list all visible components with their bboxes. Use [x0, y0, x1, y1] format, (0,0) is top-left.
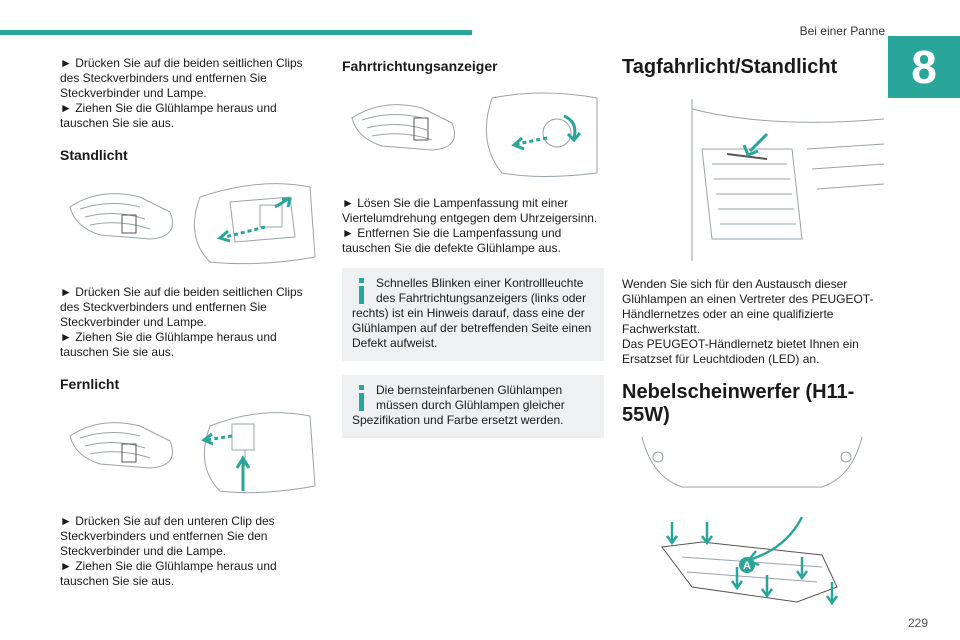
fahrtrichtungsanzeiger-line-1: ► Lösen Sie die Lampenfassung mit einer … — [342, 196, 598, 225]
fernlicht-line-1: ► Drücken Sie auf den unteren Clip des S… — [60, 514, 275, 558]
standlicht-text: ► Drücken Sie auf die beiden seitlichen … — [60, 285, 322, 360]
info-box-bernstein: Die bernsteinfarbenen Glühlampen müssen … — [342, 375, 604, 438]
heading-fernlicht: Fernlicht — [60, 376, 120, 392]
intro-text: ► Drücken Sie auf die beiden seitlichen … — [60, 56, 322, 131]
column-2: Fahrtrichtungsanzeiger ► Lösen Sie die L… — [342, 56, 604, 452]
figure-standlicht — [60, 177, 322, 269]
section-title: Bei einer Panne — [799, 24, 885, 38]
heading-tagfahrlicht: Tagfahrlicht/Standlicht — [622, 56, 838, 78]
fahrtrichtungsanzeiger-text: ► Lösen Sie die Lampenfassung mit einer … — [342, 196, 604, 256]
tagfahrlicht-line-1: Wenden Sie sich für den Austausch dieser… — [622, 277, 874, 336]
label-a: A — [743, 560, 751, 572]
intro-line-2: ► Ziehen Sie die Glühlampe heraus und ta… — [60, 101, 277, 130]
figure-fahrtrichtungsanzeiger — [342, 88, 604, 180]
tagfahrlicht-line-2: Das PEUGEOT-Händlernetz bietet Ihnen ein… — [622, 337, 859, 366]
figure-tagfahrlicht — [622, 89, 884, 261]
top-accent-bar — [0, 30, 472, 35]
column-3: Tagfahrlicht/Standlicht Wenden Sie sich … — [622, 56, 884, 631]
info-box-blinken: Schnelles Blinken einer Kontrollleuchte … — [342, 268, 604, 361]
figure-nebelscheinwerfer: A — [622, 437, 884, 615]
standlicht-line-2: ► Ziehen Sie die Glühlampe heraus und ta… — [60, 330, 277, 359]
tagfahrlicht-text: Wenden Sie sich für den Austausch dieser… — [622, 277, 884, 367]
info-icon — [352, 276, 370, 306]
chapter-badge: 8 — [888, 36, 960, 98]
heading-fahrtrichtungsanzeiger: Fahrtrichtungsanzeiger — [342, 58, 498, 74]
info-text-bernstein: Die bernsteinfarbenen Glühlampen müssen … — [352, 383, 565, 427]
fernlicht-line-2: ► Ziehen Sie die Glühlampe heraus und ta… — [60, 559, 277, 588]
standlicht-line-1: ► Drücken Sie auf die beiden seitlichen … — [60, 285, 303, 329]
info-icon — [352, 383, 370, 413]
figure-fernlicht — [60, 406, 322, 498]
page-number: 229 — [907, 616, 928, 630]
column-1: ► Drücken Sie auf die beiden seitlichen … — [60, 56, 322, 589]
heading-nebelscheinwerfer: Nebelscheinwerfer (H11-55W) — [622, 381, 855, 426]
info-text-blinken: Schnelles Blinken einer Kontrollleuchte … — [352, 276, 592, 350]
intro-line-1: ► Drücken Sie auf die beiden seitlichen … — [60, 56, 303, 100]
heading-standlicht: Standlicht — [60, 147, 128, 163]
fernlicht-text: ► Drücken Sie auf den unteren Clip des S… — [60, 514, 322, 589]
fahrtrichtungsanzeiger-line-2: ► Entfernen Sie die Lampenfassung und ta… — [342, 226, 562, 255]
